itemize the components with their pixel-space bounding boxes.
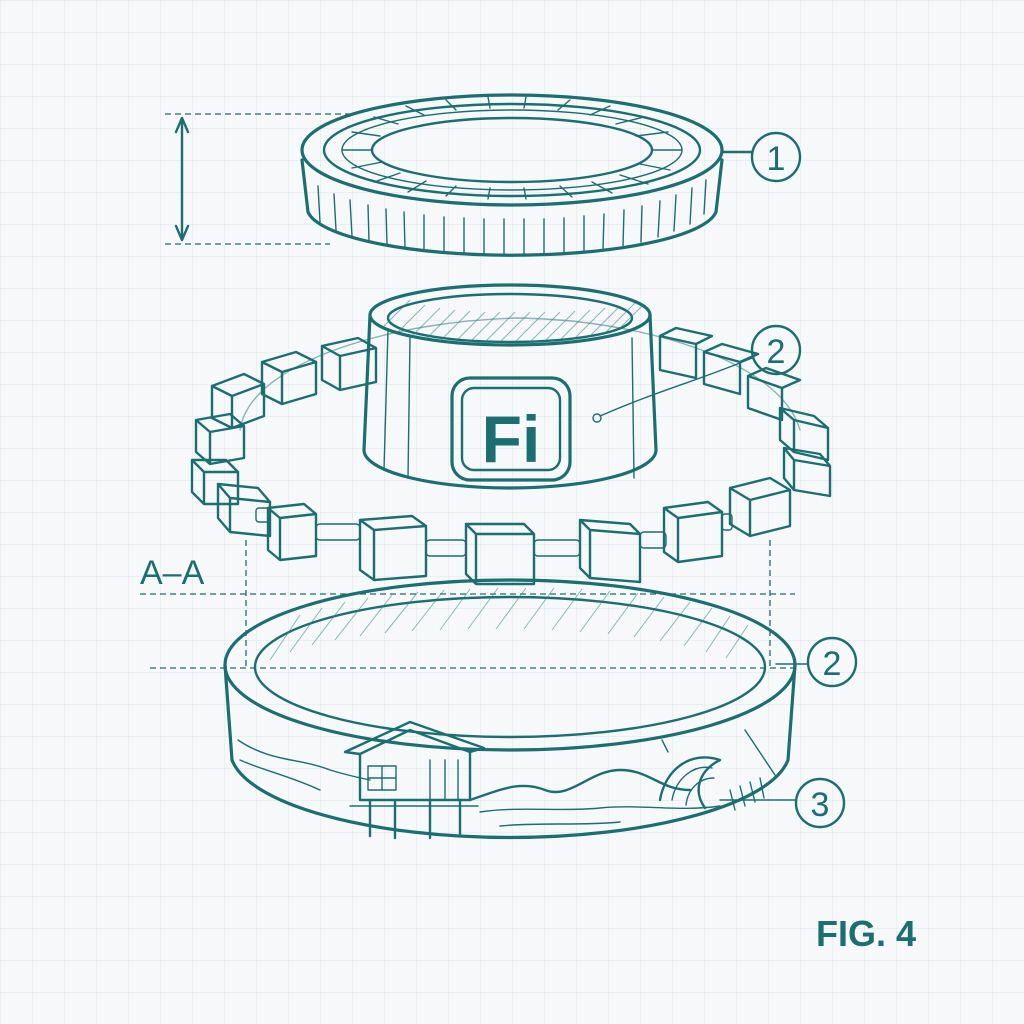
fi-logo: Fi xyxy=(450,376,572,482)
ring-inner-hatching xyxy=(269,587,749,661)
front-links xyxy=(216,476,792,586)
section-line-a-a: A–A xyxy=(140,540,800,669)
side-links xyxy=(190,406,832,506)
stilt-house xyxy=(343,720,486,840)
disc-rim-segments xyxy=(341,96,683,200)
callout-2-lower: 2 xyxy=(775,636,858,688)
callout-3: 3 xyxy=(719,777,846,829)
band-ring xyxy=(223,578,797,840)
svg-text:Fi: Fi xyxy=(482,402,541,476)
back-links xyxy=(210,326,802,430)
svg-text:2: 2 xyxy=(767,333,786,371)
logo-cup: Fi xyxy=(362,283,658,490)
top-disc xyxy=(300,93,724,257)
link-pins xyxy=(255,507,733,557)
cup-hatching xyxy=(379,299,646,343)
callout-1: 1 xyxy=(720,131,802,183)
svg-text:2: 2 xyxy=(823,645,842,683)
figure-label: FIG. 4 xyxy=(816,913,916,954)
svg-text:A–A: A–A xyxy=(140,554,205,592)
disc-height-dimension xyxy=(165,113,350,245)
link-chain xyxy=(190,317,832,586)
disc-knurling xyxy=(317,179,707,257)
svg-text:3: 3 xyxy=(811,786,830,824)
ring-scenery xyxy=(237,720,776,840)
svg-text:1: 1 xyxy=(767,140,786,178)
callout-2-upper: 2 xyxy=(592,324,802,423)
